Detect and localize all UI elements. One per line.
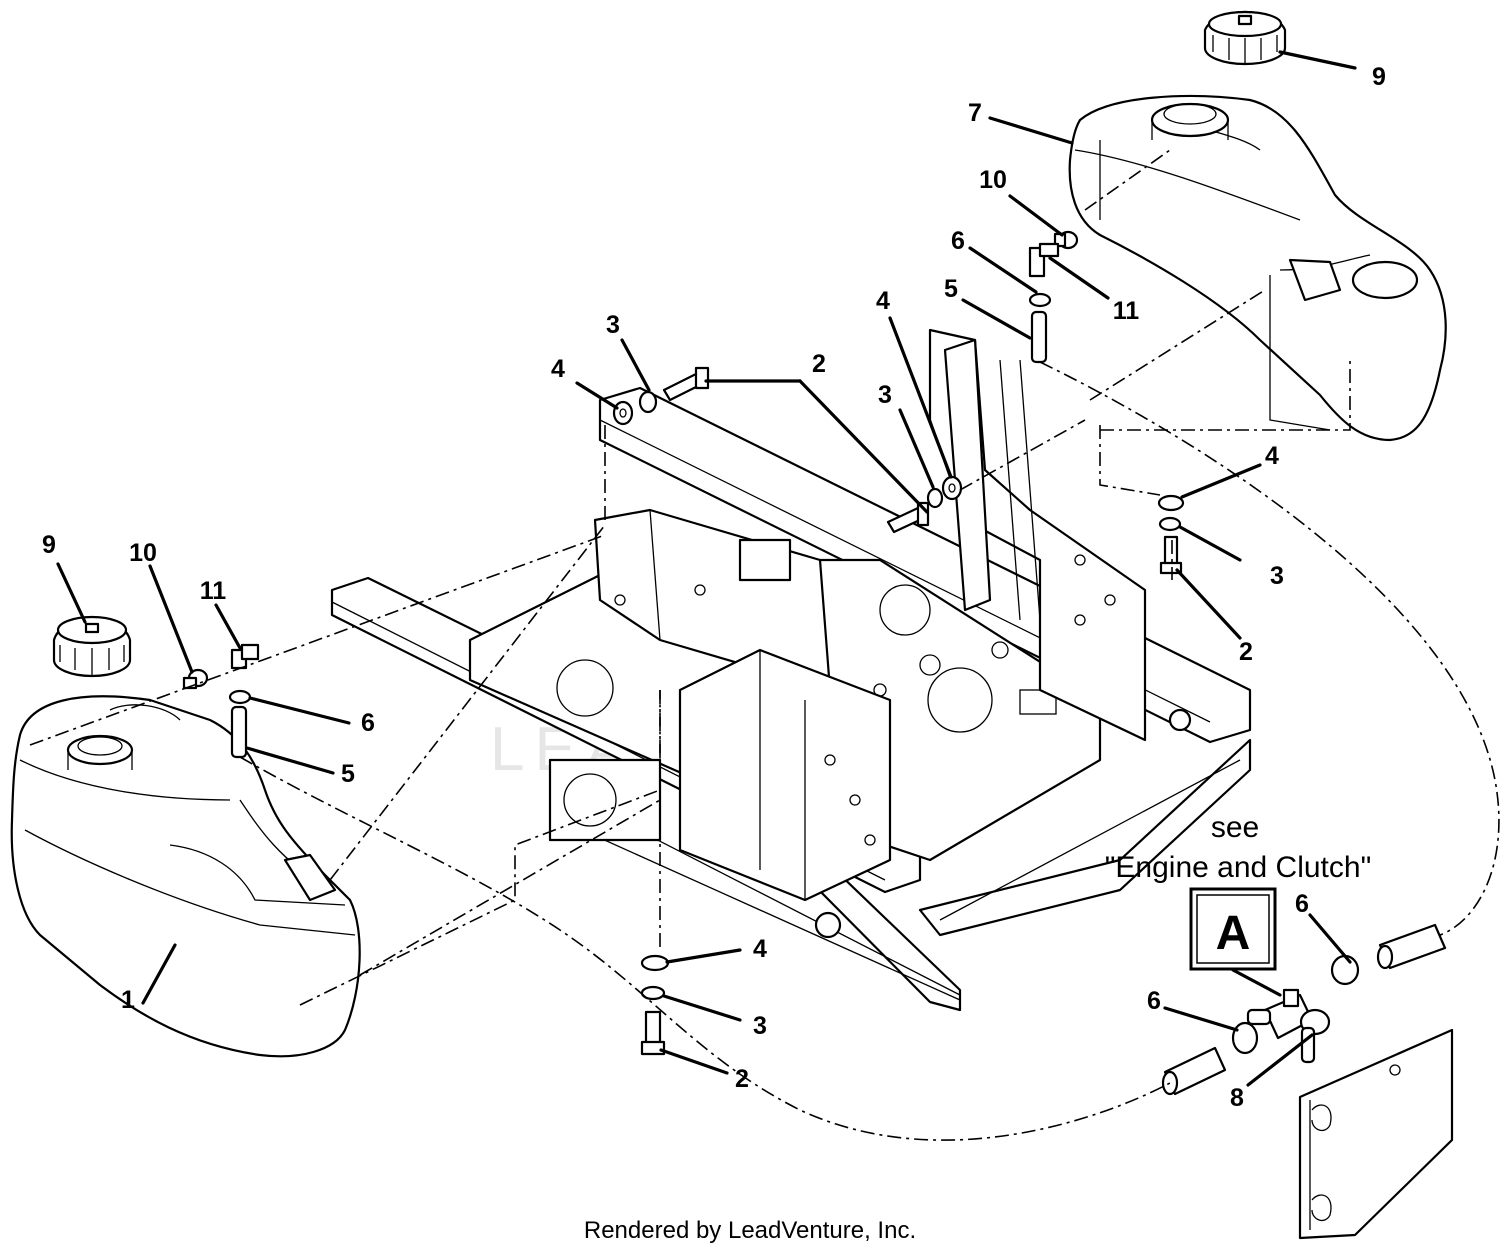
bolt-right: [1159, 535, 1183, 575]
reference-note-line1: see: [1211, 811, 1259, 844]
callout-2-upper: 2: [812, 350, 826, 378]
reference-box-a: A: [1189, 887, 1277, 971]
callout-5-left: 5: [341, 760, 355, 788]
lock-washer-upper-left: [638, 390, 658, 414]
callout-4-upper-left: 4: [551, 355, 565, 383]
lock-washer-upper-middle: [926, 487, 944, 509]
bolt-upper-middle: [886, 501, 930, 534]
callout-2-lower: 2: [735, 1065, 749, 1093]
callout-4-upper-middle: 4: [876, 287, 890, 315]
elbow-fitting-right: [1028, 242, 1060, 278]
callout-2-right: 2: [1239, 638, 1253, 666]
callout-9-left: 9: [42, 531, 56, 559]
callout-labels: 1 2 2 2 2 3 3 3 3 4 4 4 4 5 5 6 6 6 6 7 …: [42, 63, 1386, 1112]
svg-text:A: A: [1216, 907, 1251, 960]
flat-washer-upper-left: [612, 400, 634, 426]
callout-11-right: 11: [1113, 297, 1140, 325]
callout-4-right: 4: [1265, 442, 1279, 470]
callout-3-lower: 3: [753, 1012, 767, 1040]
callout-4-lower: 4: [753, 935, 767, 963]
flat-washer-lower: [640, 954, 670, 972]
callout-6-left-tank: 6: [361, 709, 375, 737]
fuel-cap-right: [1203, 10, 1287, 66]
lock-washer-right: [1158, 516, 1182, 532]
bushing-left: [182, 668, 209, 690]
flat-washer-upper-middle: [941, 475, 963, 501]
leader-lines: [56, 50, 1357, 1087]
callout-3-upper-middle: 3: [878, 381, 892, 409]
callout-3-upper-left: 3: [606, 311, 620, 339]
fuel-hose-left-tank: [230, 705, 248, 759]
reference-note-line2: "Engine and Clutch": [1105, 851, 1371, 884]
fuel-hose-lower-left: [1161, 1046, 1227, 1096]
callout-6-lower-right: 6: [1295, 890, 1309, 918]
callout-7: 7: [968, 99, 982, 127]
callout-11-left: 11: [200, 577, 227, 605]
bolt-upper-left: [662, 366, 710, 402]
hose-clamp-lower-right: [1330, 954, 1360, 986]
callout-10-right: 10: [979, 166, 1007, 194]
right-fuel-tank: [1068, 94, 1447, 442]
callout-8: 8: [1230, 1084, 1244, 1112]
hose-clamp-left-tank: [228, 689, 252, 705]
assembly-lines: [29, 149, 1500, 1141]
callout-3-right: 3: [1270, 562, 1284, 590]
callout-6-lower-left: 6: [1147, 987, 1161, 1015]
callout-10-left: 10: [129, 539, 157, 567]
left-fuel-tank: [10, 695, 361, 1058]
mounting-plate: [1298, 1028, 1454, 1240]
hose-clamp-lower-left: [1231, 1021, 1259, 1055]
fuel-tee-valve: [1246, 988, 1331, 1064]
fuel-hose-lower-right: [1376, 923, 1447, 970]
footer-credit: Rendered by LeadVenture, Inc.: [584, 1217, 916, 1244]
bolt-lower: [640, 1010, 666, 1056]
callout-9-right: 9: [1372, 63, 1386, 91]
fuel-cap-left: [52, 615, 132, 678]
elbow-fitting-left: [230, 643, 260, 670]
callout-5-right: 5: [944, 275, 958, 303]
flat-washer-right: [1157, 494, 1185, 512]
callout-6-right-tank: 6: [951, 227, 965, 255]
chassis-frame: [330, 328, 1252, 1012]
hose-clamp-right-tank: [1028, 292, 1052, 308]
fuel-hose-right-tank: [1030, 310, 1048, 364]
callout-1: 1: [121, 986, 135, 1014]
